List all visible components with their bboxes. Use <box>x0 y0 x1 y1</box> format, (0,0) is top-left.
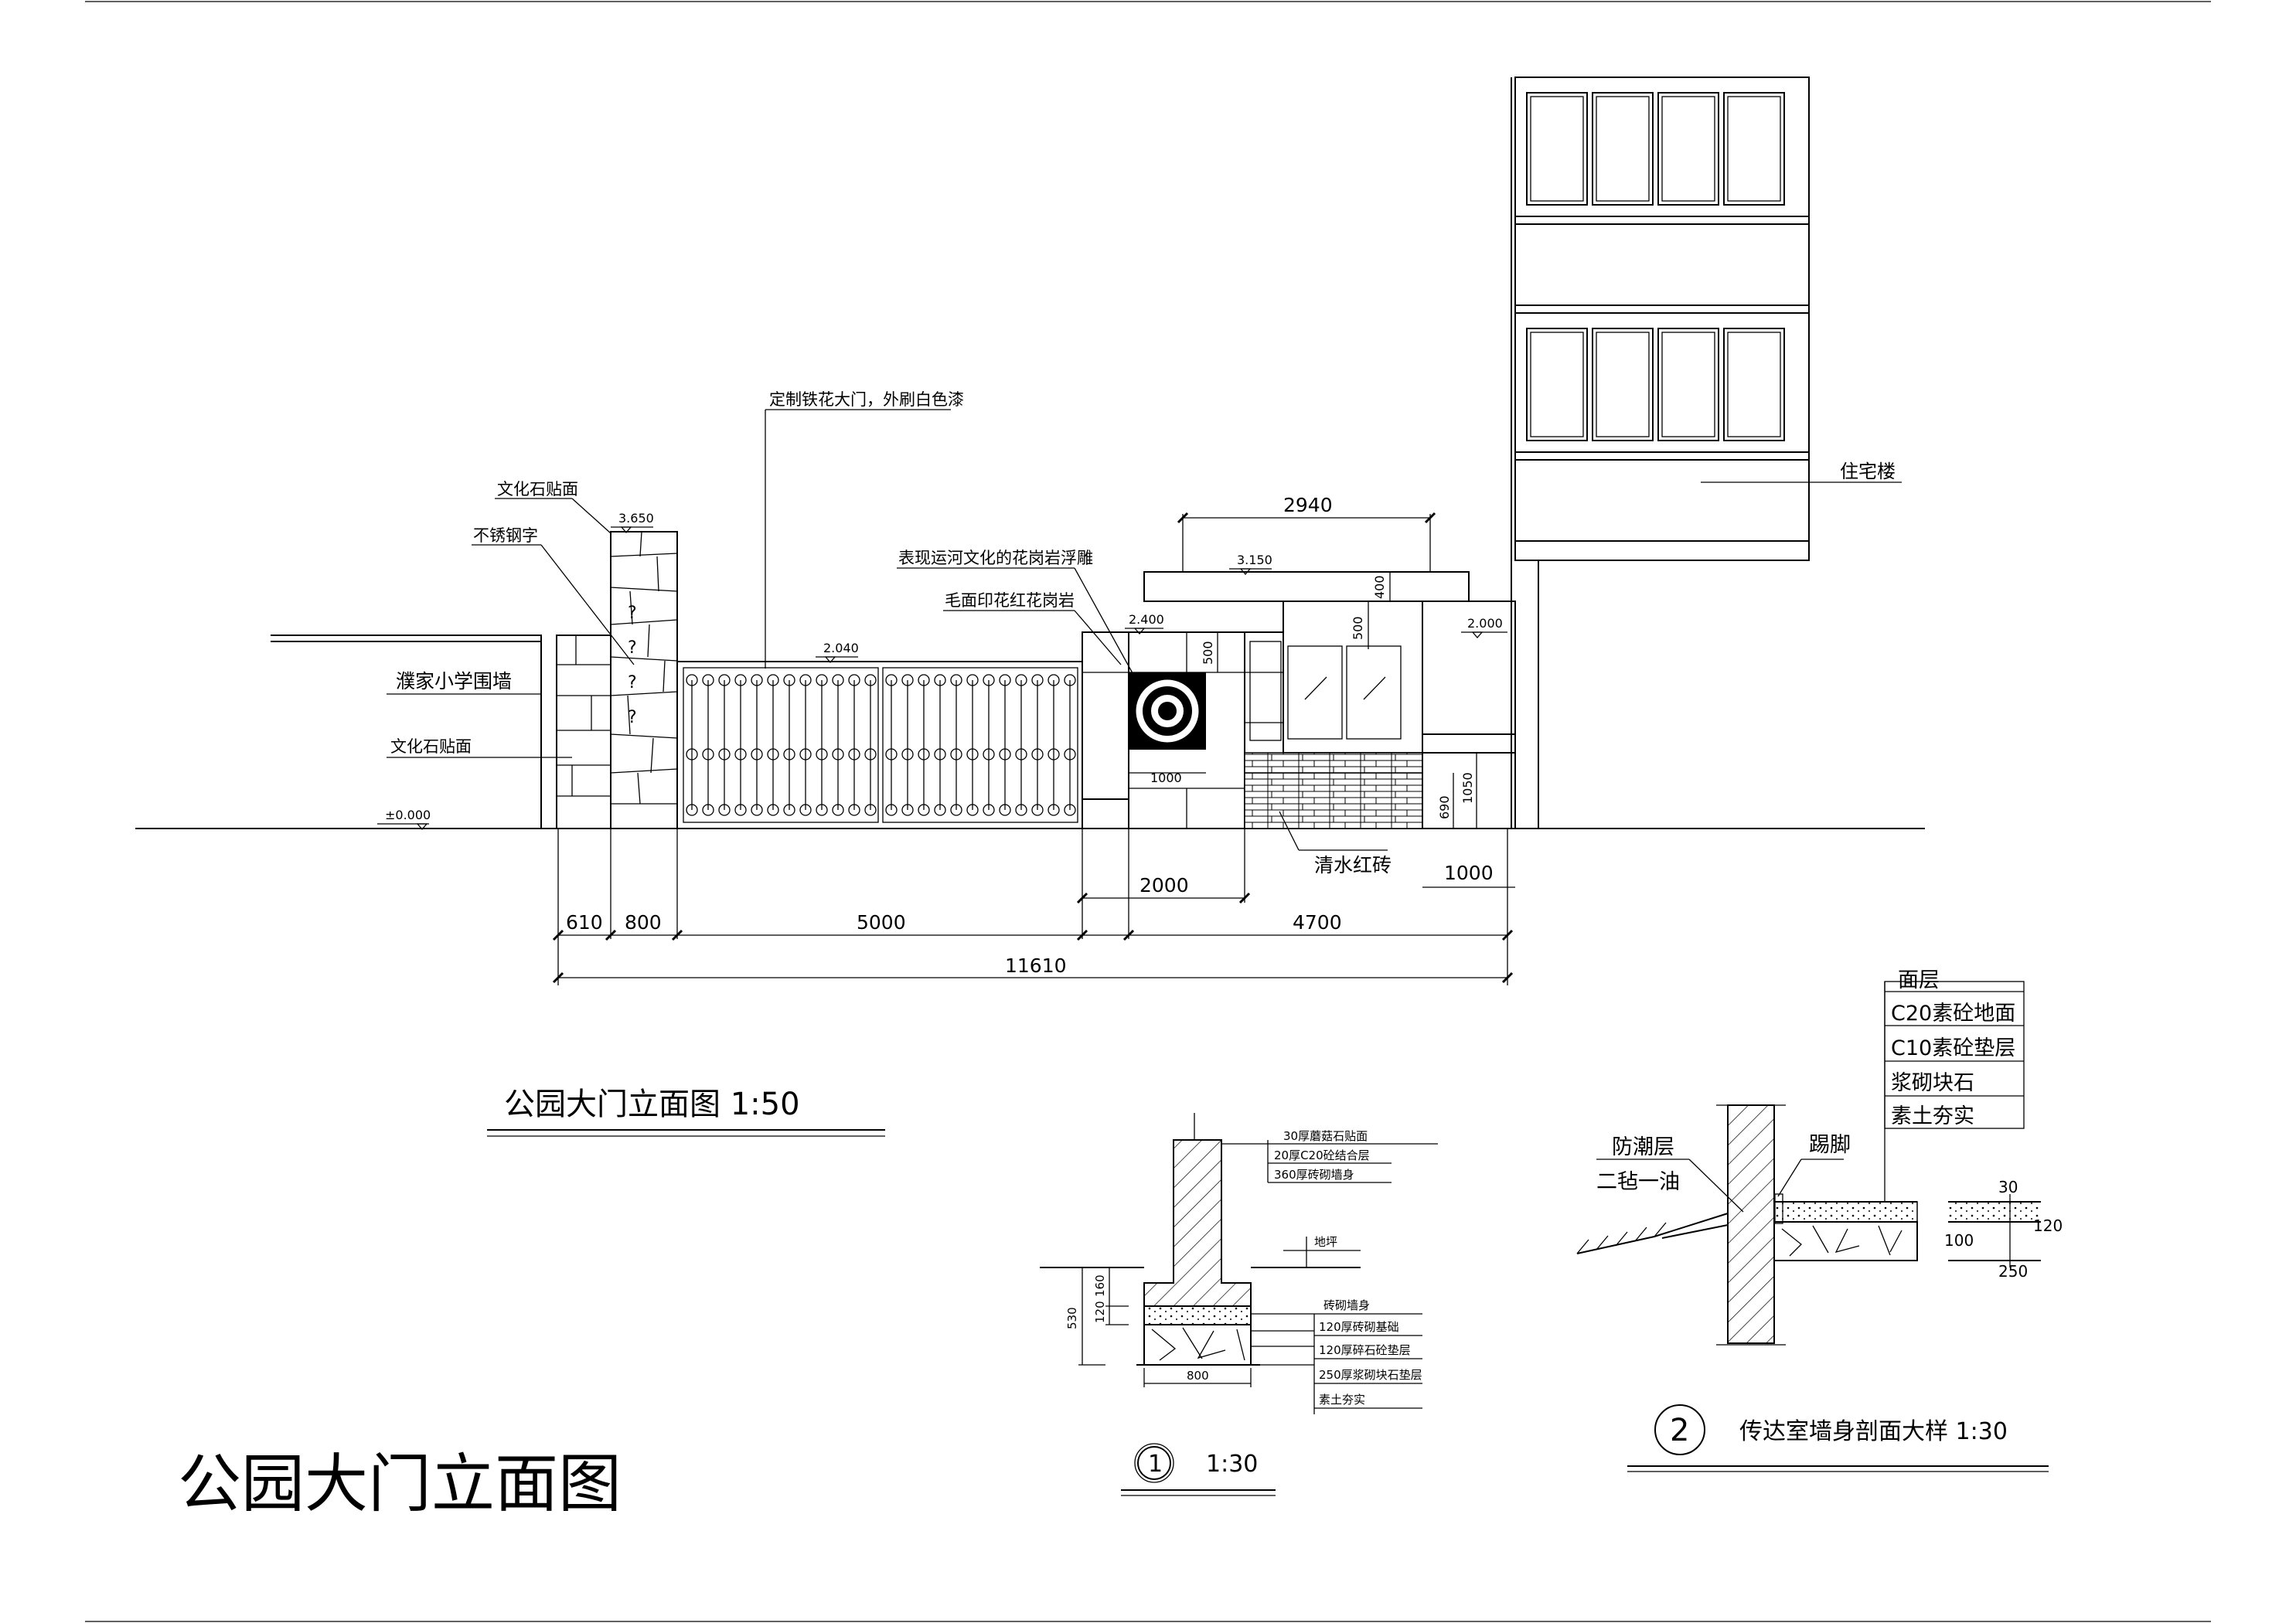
dim-610: 610 <box>566 911 603 934</box>
leader-lines <box>387 409 1902 851</box>
detail1-bottom-2: 120厚碎石砼垫层 <box>1319 1343 1411 1357</box>
label-culture-stone-bottom: 文化石贴面 <box>390 737 472 756</box>
detail2-title: 传达室墙身剖面大样 1:30 <box>1739 1418 2008 1445</box>
level-canopy: 3.150 <box>1237 553 1272 567</box>
sheet-title: 公园大门立面图 <box>178 1448 622 1521</box>
detail1-bottom-0: 砖砌墙身 <box>1323 1298 1370 1312</box>
label-culture-stone-top: 文化石贴面 <box>497 480 578 498</box>
label-iron-gate: 定制铁花大门，外刷白色漆 <box>769 390 964 409</box>
dim-400: 400 <box>1372 575 1387 599</box>
dim-2940: 2940 <box>1283 494 1333 516</box>
dimension-lines <box>552 512 1515 985</box>
dim-5000: 5000 <box>857 911 906 934</box>
level-ground: ±0.000 <box>385 808 431 822</box>
label-residential: 住宅楼 <box>1840 461 1896 482</box>
dim-690: 690 <box>1437 795 1452 819</box>
school-wall <box>271 635 611 829</box>
detail2-dim-250: 250 <box>1998 1262 2028 1281</box>
detail1-number: 1 <box>1148 1451 1163 1478</box>
detail1-bottom-4: 素土夯实 <box>1319 1393 1365 1407</box>
detail1-ground: 地坪 <box>1314 1235 1337 1249</box>
detail2-damp-proof: 防潮层 <box>1612 1135 1674 1159</box>
level-gate-top: 2.040 <box>823 641 859 655</box>
detail1-layer-2: 360厚砖砌墙身 <box>1274 1168 1354 1182</box>
detail2-layer-3: 浆砌块石 <box>1891 1071 1974 1095</box>
detail2-layer-1: C20素砼地面 <box>1891 1002 2015 1026</box>
detail2-dim-100: 100 <box>1944 1231 1974 1250</box>
detail2-number: 2 <box>1670 1413 1689 1448</box>
sheet-frame <box>85 1 2211 1622</box>
dim-1000-bottom: 1000 <box>1444 862 1494 884</box>
dim-4700: 4700 <box>1293 911 1342 934</box>
residential-building <box>1511 77 1810 829</box>
label-granite-relief: 表现运河文化的花岗岩浮雕 <box>898 549 1093 567</box>
dim-11610: 11610 <box>1005 954 1067 977</box>
detail1-scale: 1:30 <box>1206 1451 1258 1478</box>
detail2-felt-oil: 二毡一油 <box>1596 1170 1680 1194</box>
level-pillar-top: 3.650 <box>618 511 654 526</box>
level-relief-top: 2.400 <box>1129 612 1164 627</box>
guard-room <box>1143 571 1516 829</box>
dim-500-right: 500 <box>1351 616 1365 640</box>
iron-gate <box>676 661 1083 829</box>
detail1-dim-160: 160 <box>1093 1274 1107 1297</box>
detail2-dim-120: 120 <box>2033 1216 2063 1235</box>
detail2-skirting: 踢脚 <box>1809 1133 1851 1157</box>
dim-800: 800 <box>625 911 662 934</box>
dim-1050: 1050 <box>1460 772 1475 804</box>
detail1-dim-800: 800 <box>1187 1369 1209 1383</box>
detail2-layer-2: C10素砼垫层 <box>1891 1036 2015 1060</box>
label-school-wall: 濮家小学围墙 <box>396 670 512 692</box>
level-building-wall: 2.000 <box>1467 616 1503 631</box>
stone-pillar: ? ? ? ? <box>610 531 678 829</box>
dim-500-left: 500 <box>1201 641 1215 665</box>
detail1-bottom-1: 120厚砖砌基础 <box>1319 1320 1399 1334</box>
dim-1000-relief: 1000 <box>1150 771 1182 785</box>
detail2-layer-4: 素土夯实 <box>1891 1104 1974 1128</box>
detail-2: 面层 C20素砼地面 C10素砼垫层 浆砌块石 素土夯实 防潮层 二毡一油 踢脚… <box>1576 968 2063 1472</box>
detail1-layer-0: 30厚蘑菇石贴面 <box>1283 1129 1368 1143</box>
dim-2000: 2000 <box>1139 874 1189 897</box>
detail2-layer-0: 面层 <box>1898 968 1940 992</box>
label-steel-letters: 不锈钢字 <box>473 526 538 545</box>
detail1-dim-120: 120 <box>1093 1301 1107 1323</box>
svg-text:?: ? <box>628 708 637 727</box>
label-red-granite: 毛面印花红花岗岩 <box>945 591 1075 610</box>
detail1-bottom-3: 250厚浆砌块石垫层 <box>1319 1368 1422 1382</box>
svg-text:?: ? <box>628 638 637 658</box>
detail2-dim-30: 30 <box>1998 1178 2018 1196</box>
svg-text:?: ? <box>628 673 637 692</box>
svg-text:?: ? <box>628 604 637 623</box>
detail-1: 30厚蘑菇石贴面 20厚C20砼结合层 360厚砖砌墙身 地坪 砖砌墙身 120… <box>1040 1113 1438 1496</box>
detail1-dim-530: 530 <box>1065 1307 1079 1329</box>
gate-elevation: ? ? ? ? <box>135 77 1925 1137</box>
detail1-layer-1: 20厚C20砼结合层 <box>1274 1148 1370 1162</box>
label-clear-brick: 清水红砖 <box>1314 854 1392 876</box>
elevation-title: 公园大门立面图 1:50 <box>504 1087 800 1122</box>
level-markers <box>377 526 1507 830</box>
